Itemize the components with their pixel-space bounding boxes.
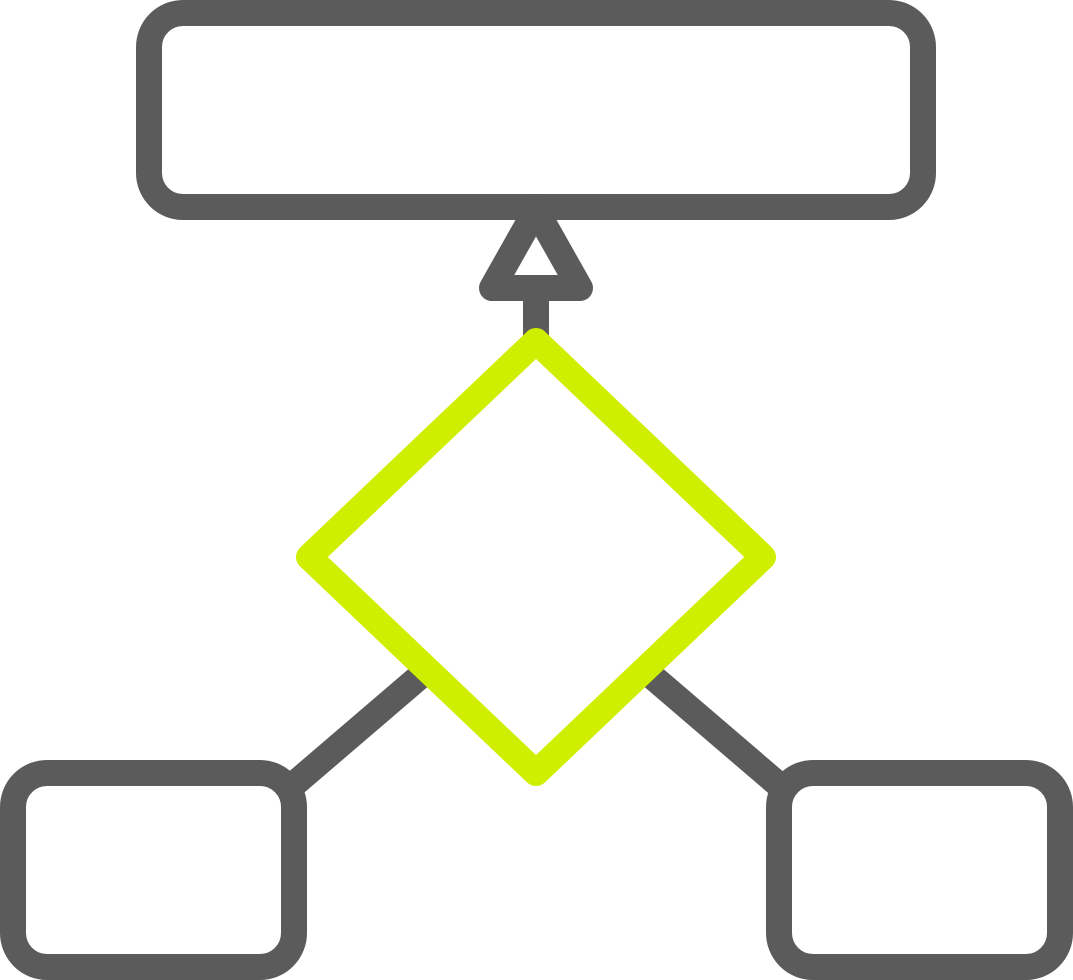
top-process-box <box>136 0 936 220</box>
left-process-box <box>0 760 307 980</box>
right-connector-line <box>634 659 793 799</box>
decision-diamond <box>296 328 776 786</box>
left-connector-line <box>279 659 438 799</box>
right-process-box <box>766 760 1073 980</box>
